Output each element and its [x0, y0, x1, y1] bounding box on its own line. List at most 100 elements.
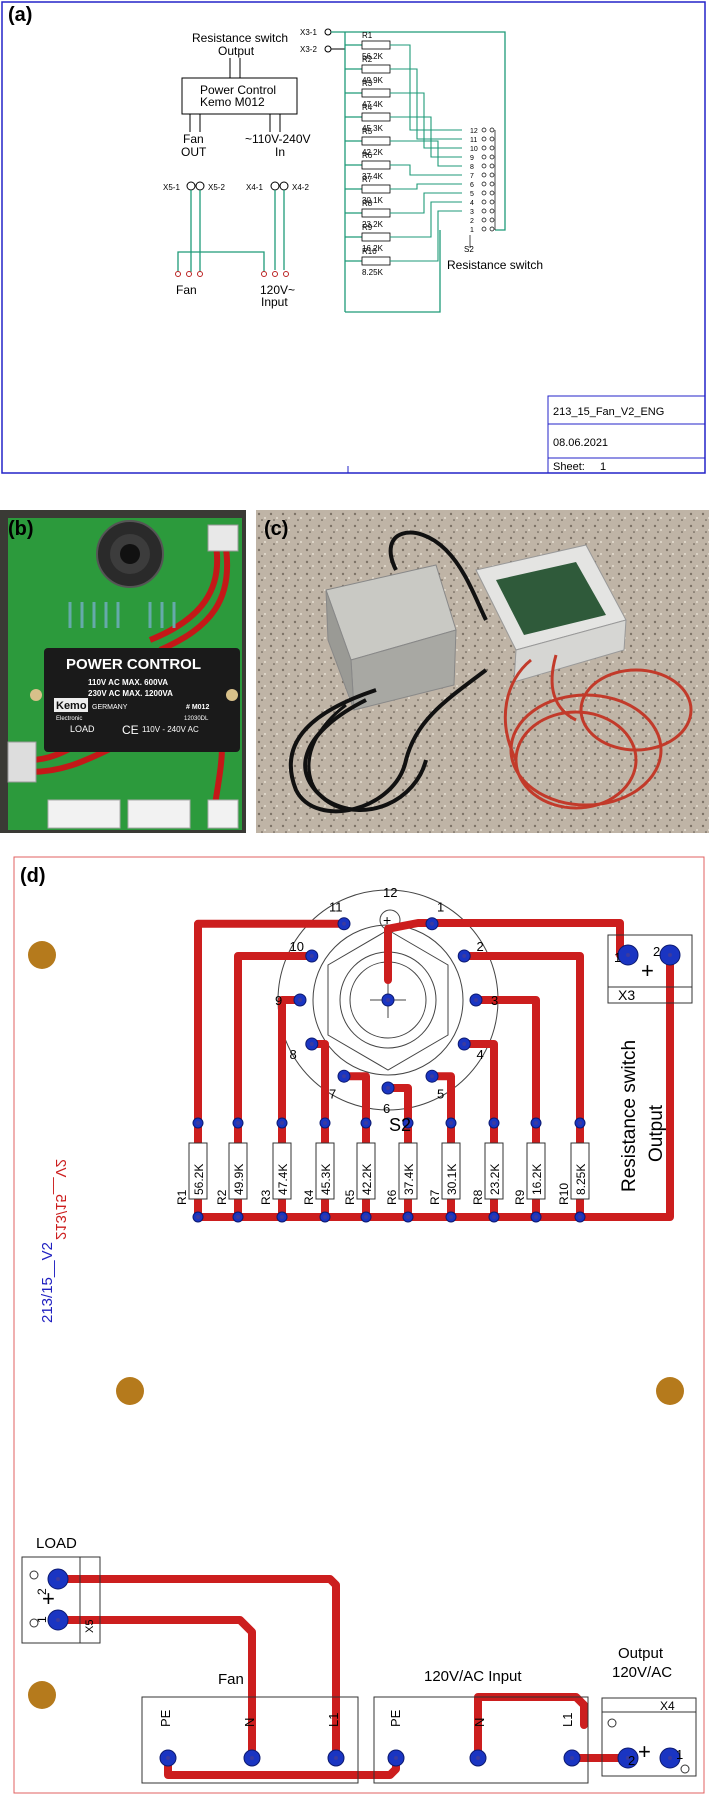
x3-label: X3 [618, 987, 635, 1003]
module-range: 110V - 240V AC [142, 725, 199, 734]
pcb-resistor-value: 47.4K [276, 1164, 290, 1195]
mains-in-label-2: In [275, 145, 285, 159]
schematic-a: 213_15_Fan_V2_ENG 08.06.2021 Sheet: 1 Re… [1, 1, 706, 474]
pcb-resistor-value: 42.2K [360, 1164, 374, 1195]
pcb-resistor-value: 37.4K [402, 1164, 416, 1195]
switch-position-label: 6 [383, 1101, 390, 1116]
switch-position-label: 4 [477, 1047, 484, 1062]
title-block [547, 395, 706, 474]
resistance-switch-label: Resistance switch [447, 258, 543, 272]
resistor-name: R7 [362, 175, 373, 184]
switch-wire [390, 164, 462, 176]
pcb-resistor-body [441, 1142, 461, 1200]
pcb-resistor-value: 56.2K [192, 1164, 206, 1195]
x3-2-label: X3-2 [300, 45, 317, 54]
title-block-date: 08.06.2021 [553, 437, 608, 449]
x5-pin2-label: 2 [35, 1588, 49, 1595]
panel-d-label: (d) [20, 865, 46, 887]
switch-wire [390, 183, 462, 190]
power-control-name: Power Control [200, 83, 276, 97]
pcb-resistor-value: 45.3K [319, 1164, 333, 1195]
pcb-resistor-value: 49.9K [232, 1164, 246, 1195]
mount-hole [28, 941, 56, 969]
pcb-resistor-name: R7 [428, 1189, 442, 1205]
module-spec-1: 110V AC MAX. 600VA [88, 678, 168, 687]
x5-label: X5 [84, 1620, 96, 1633]
mount-hole [28, 1681, 56, 1709]
panel-a: 213_15_Fan_V2_ENG 08.06.2021 Sheet: 1 Re… [0, 0, 709, 476]
resistor-name: R3 [362, 79, 373, 88]
module-serial: 12030DL [184, 716, 209, 722]
panel-b-label: (b) [8, 518, 34, 540]
output-label-2: Output [218, 44, 255, 58]
input-n-label: N [472, 1718, 487, 1727]
resistor-name: R1 [362, 31, 373, 40]
pcb-resistor-body [188, 1142, 208, 1200]
switch-position-label: 12 [383, 885, 397, 900]
resistor-symbol [361, 40, 391, 50]
x4-plus: + [638, 1739, 651, 1764]
fan-out-label-2: OUT [181, 145, 207, 159]
switch-contact-number: 10 [470, 146, 478, 153]
switch-contact-number: 12 [470, 128, 478, 135]
pcb-trace [384, 1084, 412, 1127]
pcb-resistor-body [356, 1142, 376, 1200]
terminal-left [7, 741, 37, 783]
pcb-resistor-value: 8.25K [574, 1164, 588, 1195]
title-block-sheet-number: 1 [600, 461, 606, 473]
x4-1-label: X4-1 [246, 183, 263, 192]
pcb-resistor-name: R8 [471, 1189, 485, 1205]
x5-plus: + [42, 1586, 55, 1611]
mount-hole [116, 1377, 144, 1405]
switch-position-label: 1 [437, 899, 444, 914]
resistor-name: R6 [362, 151, 373, 160]
switch-contact-number: 4 [470, 200, 474, 207]
x3-pin1-label: 1 [614, 950, 621, 965]
switch-contact-number: 3 [470, 209, 474, 216]
resistor-name: R9 [362, 223, 373, 232]
pcb-resistor-body [484, 1142, 504, 1200]
terminal-bottom-mid [127, 799, 191, 829]
resistor-value: 47.4K [362, 100, 384, 109]
switch-wire [390, 192, 462, 214]
fan-label: Fan [176, 283, 197, 297]
resistor-symbol [361, 256, 391, 266]
resistor-symbol [361, 112, 391, 122]
resistance-switch-output-label-2: Output [646, 1104, 667, 1162]
x3-pin2-label: 2 [653, 944, 660, 959]
resistor-symbol [361, 232, 391, 242]
module-spec-2: 230V AC MAX. 1200VA [88, 689, 173, 698]
resistor-value: 45.3K [362, 124, 384, 133]
s2-label: S2 [464, 245, 474, 254]
pcb-resistor-name: R5 [343, 1189, 357, 1205]
switch-position-label: 2 [477, 939, 484, 954]
pcb-resistor-value: 30.1K [445, 1164, 459, 1195]
pcb-traces [54, 919, 674, 1779]
switch-wire [390, 92, 462, 149]
resistor-value: 23.2K [362, 220, 384, 229]
module-country: GERMANY [92, 704, 128, 711]
resistor-name: R4 [362, 103, 373, 112]
panel-c-label: (c) [264, 518, 289, 540]
version-text-blue: 213/15__V2 [39, 1242, 56, 1323]
resistor-value: 42.2K [362, 148, 384, 157]
switch-position-label: 5 [437, 1087, 444, 1102]
fan-out-label-1: Fan [183, 132, 204, 146]
x5-1-label: X5-1 [163, 183, 180, 192]
pcb-resistor-body [228, 1142, 248, 1200]
x4-label: X4 [660, 1699, 675, 1713]
pcb-resistors: 56.2KR149.9KR247.4KR345.3KR442.2KR537.4K… [175, 1142, 590, 1205]
power-control-model: Kemo M012 [200, 95, 265, 109]
module-load: LOAD [70, 724, 95, 734]
fan-terminal-block [141, 1696, 359, 1784]
pcb-trace [54, 1575, 340, 1762]
pcb-resistor-body [570, 1142, 590, 1200]
fan-n-label: N [242, 1718, 257, 1727]
switch-contact-number: 5 [470, 191, 474, 198]
switch-contact-number: 7 [470, 173, 474, 180]
load-label: LOAD [36, 1535, 77, 1552]
resistor-value: 16.2K [362, 244, 384, 253]
resistor-value: 49.9K [362, 76, 384, 85]
